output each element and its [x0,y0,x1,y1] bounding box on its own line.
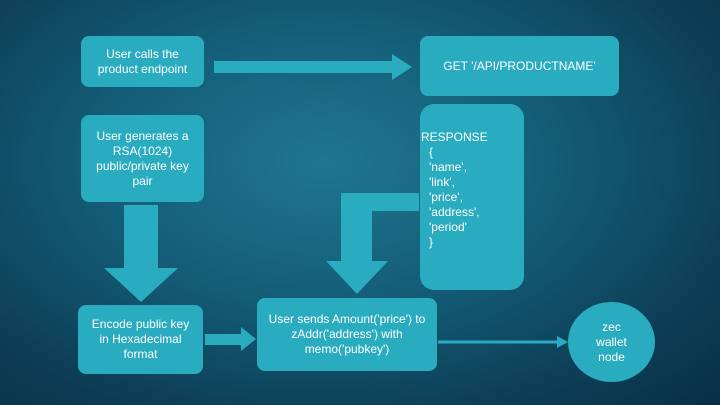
node-text-line: User calls the [106,46,179,61]
node-text-line: } [429,235,434,249]
node-text-line: node [598,349,625,364]
node-text-line: zAddr('address') with [291,327,403,341]
node-text-line: wallet [596,334,627,349]
node-text-line: GET '/API/PRODUCTNAME' [443,58,596,73]
node-text-line: Encode public key [91,317,190,331]
node-response: RESPONSE { 'name', 'link', 'price', 'add… [420,104,524,290]
node-text-line: 'address', [429,205,480,219]
node-user-sends-amount: User sends Amount('price') to zAddr('add… [257,298,437,371]
node-text-line: 'period' [429,220,467,234]
node-text-line: 'price', [429,190,463,204]
node-text-line: { [429,145,434,159]
node-text-line: RSA(1024) [112,143,173,158]
node-get-request: GET '/API/PRODUCTNAME' [420,36,619,96]
node-text-line: pair [132,173,153,188]
node-text-line: memo('pubkey') [304,342,390,356]
node-text-line: User sends Amount('price') to [268,312,426,326]
node-generate-key: User generates a RSA(1024) public/privat… [81,115,204,202]
arrow-generate-to-encode [104,205,178,302]
node-text-line: 'link', [429,175,455,189]
node-text-line: public/private key [96,158,189,173]
node-text-line: User generates a [96,128,189,143]
arrow-encode-to-send [205,327,256,351]
node-text-line: 'name', [429,160,467,174]
response-title: RESPONSE [421,130,488,144]
node-text-line: zec [602,319,621,334]
arrow-send-to-zec-head [557,336,568,348]
node-zec-wallet: zec wallet node [568,302,655,382]
node-encode-public-key: Encode public key in Hexadecimal format [78,305,203,374]
node-text-line: format [123,347,158,361]
arrow-calls-to-get [214,54,412,80]
node-user-calls-endpoint: User calls the product endpoint [81,36,204,87]
node-text-line: product endpoint [97,61,188,76]
arrow-response-to-send [326,193,419,294]
node-text-line: in Hexadecimal [99,332,182,346]
